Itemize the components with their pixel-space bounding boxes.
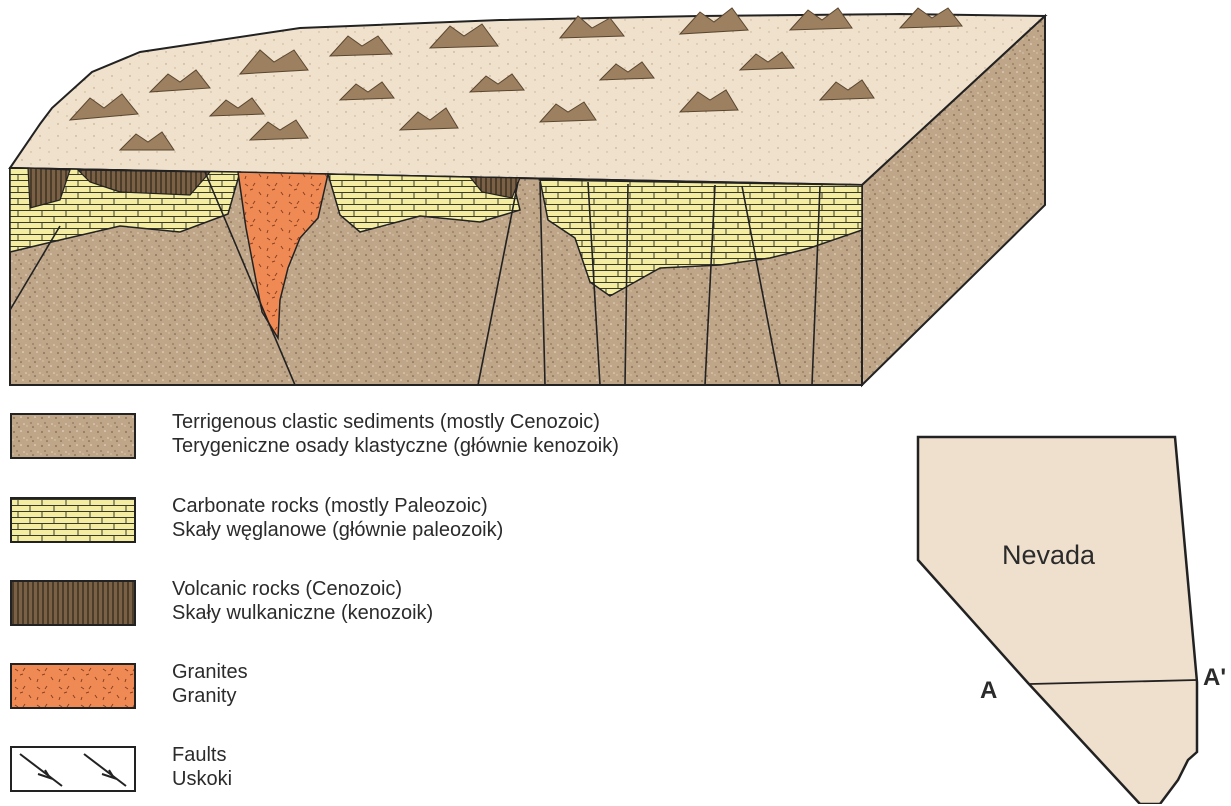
- nevada-outline: [918, 437, 1197, 804]
- legend-label-pl: Skały węglanowe (głównie paleozoik): [172, 518, 812, 542]
- legend-label: Granites Granity: [172, 660, 812, 708]
- fault-swatch: [10, 746, 136, 792]
- map-state-label: Nevada: [1002, 540, 1095, 571]
- legend-label: Carbonate rocks (mostly Paleozoic) Skały…: [172, 494, 812, 542]
- legend-label: Volcanic rocks (Cenozoic) Skały wulkanic…: [172, 577, 812, 625]
- sediment-swatch: [10, 413, 136, 459]
- nevada-map: [918, 437, 1197, 804]
- legend-label-en: Volcanic rocks (Cenozoic): [172, 577, 812, 601]
- legend-label-pl: Skały wulkaniczne (kenozoik): [172, 601, 812, 625]
- legend-label-en: Faults: [172, 743, 812, 767]
- legend-label: Terrigenous clastic sediments (mostly Ce…: [172, 410, 812, 458]
- map-point-a-prime: A': [1203, 664, 1226, 692]
- volcanic-swatch: [10, 580, 136, 626]
- legend-label-pl: Terygeniczne osady klastyczne (głównie k…: [172, 434, 812, 458]
- legend-label-en: Terrigenous clastic sediments (mostly Ce…: [172, 410, 812, 434]
- legend-label: Faults Uskoki: [172, 743, 812, 791]
- carbonate-swatch: [10, 497, 136, 543]
- legend-label-en: Carbonate rocks (mostly Paleozoic): [172, 494, 812, 518]
- legend-label-pl: Uskoki: [172, 767, 812, 791]
- granite-swatch: [10, 663, 136, 709]
- legend-label-pl: Granity: [172, 684, 812, 708]
- map-point-a: A: [980, 677, 997, 705]
- legend-label-en: Granites: [172, 660, 812, 684]
